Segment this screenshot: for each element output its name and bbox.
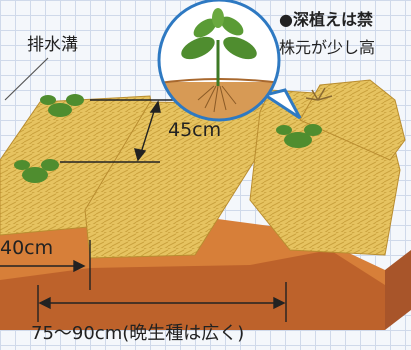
trench-dimension — [0, 240, 91, 290]
row-spacing-label: 75〜90cm(晩生種は広く) — [31, 323, 245, 344]
seedling-plant-icon — [14, 159, 59, 183]
note-body: 株元が少し高 — [279, 38, 376, 57]
seedling-plant-icon — [40, 94, 84, 117]
root-ball-icon — [197, 85, 237, 113]
drainage-leader-line — [4, 57, 49, 101]
planting-depth-label: 45cm — [168, 119, 222, 141]
row-spacing-dimension — [37, 282, 287, 322]
dried-plant-icon — [305, 87, 333, 101]
drainage-ditch-label: 排水溝 — [27, 35, 78, 55]
callout-zoom-bubble — [157, 0, 302, 122]
note-title: ●深植えは禁 — [279, 10, 373, 29]
seedling-plant-icon — [181, 8, 257, 86]
seedling-plant-icon — [276, 124, 322, 148]
trench-width-label: 40cm — [0, 237, 54, 259]
